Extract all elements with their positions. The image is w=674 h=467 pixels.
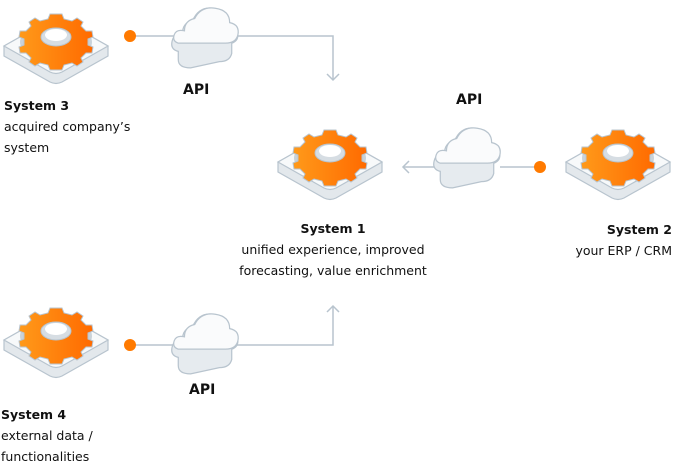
system-4-block: System 4 external data / functionalities — [1, 404, 93, 467]
system-2-block: System 2 your ERP / CRM — [575, 219, 672, 261]
api-cloud-icon — [171, 7, 239, 69]
system-4-icon — [3, 307, 109, 379]
system-title: System 3 — [4, 98, 70, 113]
api-label: API — [456, 92, 483, 108]
system-desc: your ERP / CRM — [575, 243, 672, 258]
system-desc: acquired company’s — [4, 119, 131, 134]
api-cloud-icon — [171, 313, 239, 375]
system-1-block: System 1 unified experience, improved fo… — [233, 218, 433, 281]
system-desc: external data / — [1, 428, 93, 443]
system-title: System 1 — [300, 221, 366, 236]
system-desc: system — [4, 140, 50, 155]
system-desc: functionalities — [1, 449, 90, 464]
system-title: System 4 — [1, 407, 67, 422]
connector-lines — [130, 35, 540, 346]
system-1-icon — [277, 129, 383, 201]
system-desc: forecasting, value enrichment — [239, 263, 427, 278]
system-3-icon — [3, 13, 109, 85]
api-label: API — [183, 82, 210, 98]
system-3-block: System 3 acquired company’s system — [4, 95, 130, 158]
api-label: API — [189, 382, 216, 398]
connection-dots — [124, 30, 546, 351]
system-title: System 2 — [606, 222, 672, 237]
api-cloud-icon — [433, 127, 501, 189]
system-2-icon — [565, 129, 671, 201]
system-desc: unified experience, improved — [241, 242, 425, 257]
